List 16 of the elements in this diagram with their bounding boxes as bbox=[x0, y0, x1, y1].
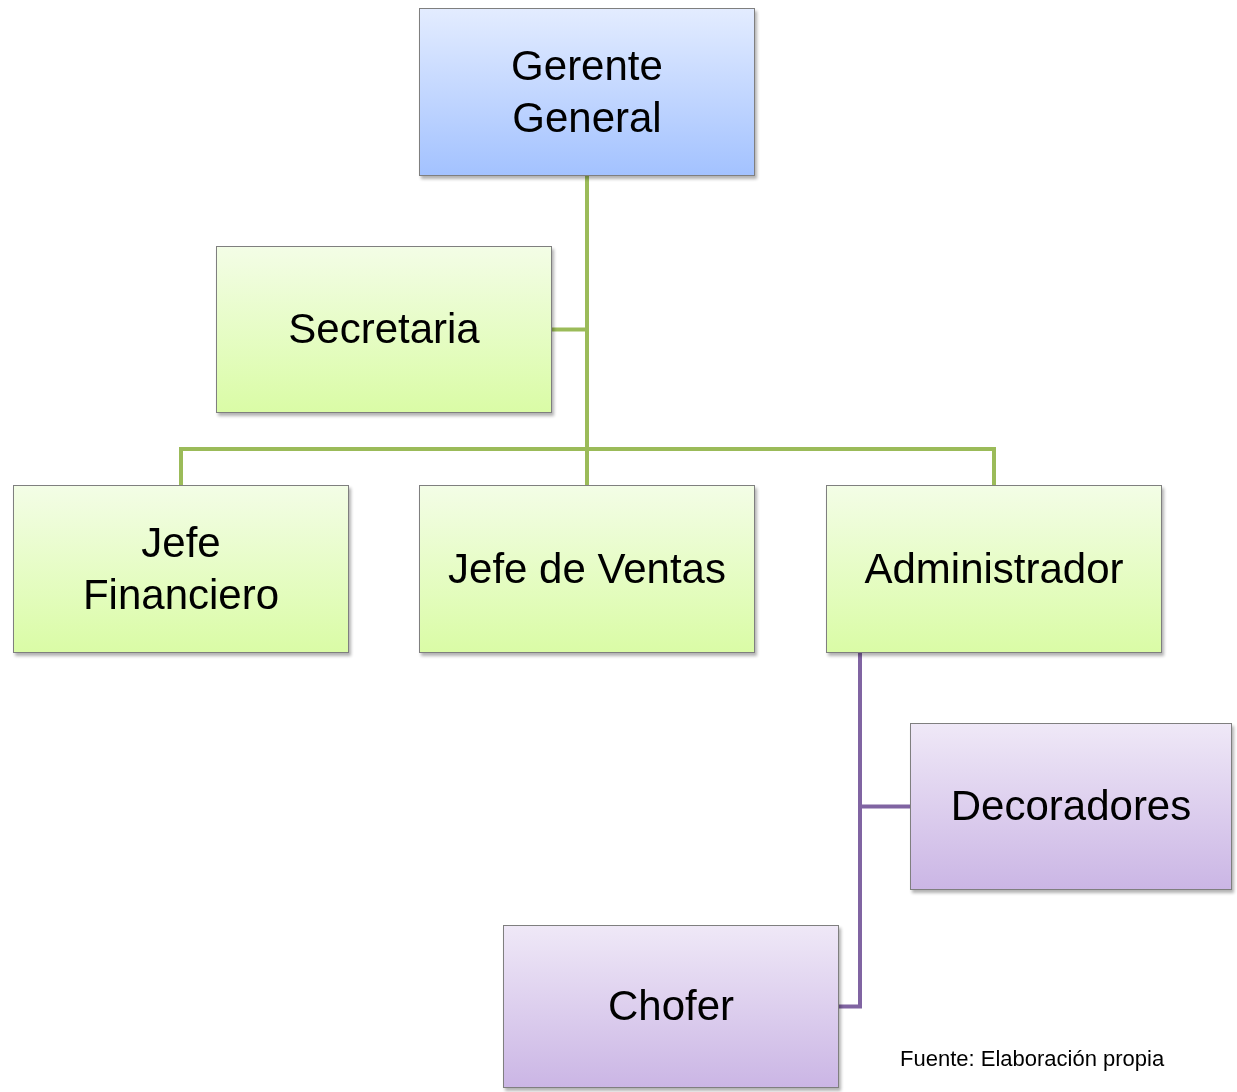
org-box bbox=[826, 485, 1162, 653]
role-title: Gerente General bbox=[510, 40, 664, 143]
org-box bbox=[419, 8, 755, 176]
org-box bbox=[216, 246, 552, 413]
org-box bbox=[419, 485, 755, 653]
role-title: Jefe Financiero bbox=[81, 517, 281, 620]
org-box bbox=[503, 925, 839, 1088]
role-title: Administrador bbox=[864, 543, 1124, 594]
source-note: Fuente: Elaboración propia bbox=[900, 1046, 1165, 1072]
role-title: Chofer bbox=[607, 981, 735, 1032]
org-box bbox=[13, 485, 349, 653]
org-box bbox=[910, 723, 1232, 890]
connector-line bbox=[839, 653, 862, 1009]
role-title: Jefe de Ventas bbox=[448, 543, 726, 594]
role-title: Secretaria bbox=[288, 304, 480, 355]
role-title: Decoradores bbox=[950, 781, 1192, 832]
